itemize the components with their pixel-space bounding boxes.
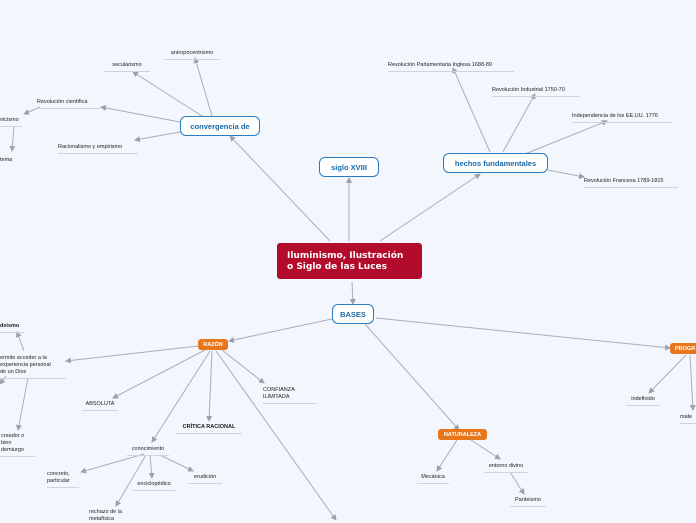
edge-conoc-enciclopedico (148, 454, 155, 479)
leaf-creador-line1: creador o (1, 433, 25, 439)
edge-entorno-panteismo (509, 471, 525, 495)
topic-convergencia[interactable]: convergencia de (180, 116, 260, 136)
leaf-creador-line3: demiurgo (1, 447, 24, 453)
leaf-nicismo-partial[interactable]: nicismo (0, 117, 22, 127)
edge-razon-confianza (221, 349, 265, 384)
leaf-permite-line1: ermite acceder a la (0, 355, 47, 361)
edge-conv-racionalismo (134, 131, 181, 143)
leaf-revolucion-cientifica[interactable]: Revolución científica (37, 99, 101, 109)
leaf-panteismo[interactable]: Panteismo (510, 497, 546, 507)
leaf-permite-line3: de un Dios (0, 369, 27, 375)
central-title-line2: o Siglo de las Luces (287, 262, 387, 272)
edge-permite-creador (15, 377, 29, 431)
leaf-confianza-line2: ILIMITADA (263, 394, 290, 400)
leaf-entorno-divino[interactable]: entorno divino (484, 463, 528, 473)
edge-permite-left (0, 375, 7, 385)
leaf-indefinido[interactable]: indefinido (626, 396, 660, 406)
leaf-concreto-particular[interactable]: concreto, particular (47, 471, 79, 488)
edge-hechos-francesa (547, 169, 585, 179)
leaf-mate-partial[interactable]: mate (680, 414, 696, 424)
edge-conoc-erudicion (159, 454, 194, 472)
edge-prog-mate (689, 354, 696, 411)
leaf-conocimiento[interactable]: conocimiento (127, 446, 169, 456)
leaf-permite-acceder[interactable]: ermite acceder a la experiencia personal… (0, 355, 66, 379)
edge-prog-indefinido (648, 354, 687, 394)
topic-siglo-xviii[interactable]: siglo XVIII (319, 157, 379, 177)
leaf-creador-line2: bien (1, 440, 12, 446)
edge-permite-deismo (15, 331, 25, 352)
topic-hechos-fundamentales[interactable]: hechos fundamentales (443, 153, 548, 173)
leaf-secularismo[interactable]: secularismo (104, 62, 150, 72)
edge-conoc-rechazo (115, 454, 147, 507)
edge-nat-entorno (470, 439, 501, 460)
topic-naturaleza[interactable]: NATURALEZA (438, 429, 487, 440)
edge-hechos-industrial (502, 93, 536, 153)
edge-conv-revolucion (100, 104, 181, 123)
edge-conv-secularismo (132, 71, 203, 117)
edge-central-bases (349, 281, 356, 305)
edge-hechos-independencia (524, 120, 608, 155)
leaf-revolucion-francesa[interactable]: Revolución Francesa 1789-1815 (584, 178, 678, 188)
edge-bases-naturaleza (364, 323, 460, 431)
edge-hechos-inglesa (452, 67, 491, 153)
edge-bases-progreso (375, 317, 671, 351)
edge-bases-razon (228, 318, 333, 343)
leaf-rechazo-line2: metafísica (89, 516, 115, 522)
edge-razon-absoluta (112, 349, 206, 399)
leaf-permite-line2: experiencia personal (0, 362, 51, 368)
edge-central-convergencia (229, 135, 331, 242)
topic-progreso[interactable]: PROGR (670, 343, 696, 354)
leaf-revolucion-industrial[interactable]: Revolución Industrial 1750-70 (492, 87, 580, 97)
edge-nat-mecanica (436, 439, 458, 472)
leaf-confianza-ilimitada[interactable]: CONFIANZA ILIMITADA (263, 387, 317, 404)
leaf-rechazo-metafisica[interactable]: rechazo de la metafísica (89, 509, 122, 523)
leaf-deismo[interactable]: deismo (0, 323, 24, 333)
leaf-tema-partial[interactable]: tema (0, 157, 13, 163)
leaf-concreto-line1: concreto, (47, 471, 70, 477)
edge-razon-permite (65, 345, 199, 364)
edge-razon-conocimiento (151, 350, 211, 443)
leaf-antropocentrismo[interactable]: antropocentrismo (164, 50, 220, 60)
leaf-independencia-eeuu[interactable]: Independencia de los EE.UU. 1776 (572, 113, 672, 123)
edge-central-hechos (379, 173, 481, 242)
leaf-confianza-line1: CONFIANZA (263, 387, 295, 393)
leaf-racionalismo-empirismo[interactable]: Racionalismo y empirismo (58, 144, 138, 154)
edge-conv-antropocentrismo (193, 57, 213, 117)
leaf-revolucion-inglesa[interactable]: Revolución Parlamentaria Inglesa 1688-89 (388, 62, 514, 72)
central-title-line1: Iluminismo, Ilustración (287, 251, 404, 261)
topic-bases[interactable]: BASES (332, 304, 374, 324)
central-topic[interactable]: Iluminismo, Ilustración o Siglo de las L… (277, 243, 422, 279)
edge-razon-critica (206, 350, 213, 422)
leaf-absoluta[interactable]: ABSOLUTA (82, 401, 118, 411)
leaf-erudicion[interactable]: erudición (188, 474, 222, 484)
leaf-rechazo-line1: rechazo de la (89, 509, 123, 515)
leaf-concreto-line2: particular (47, 478, 70, 484)
leaf-critica-racional[interactable]: CRÍTICA RACIONAL (176, 424, 242, 434)
edge-conoc-concreto (80, 453, 145, 474)
edge-nicismo-tema (9, 125, 16, 152)
topic-razon[interactable]: RAZÓN (198, 339, 228, 350)
leaf-mecanica[interactable]: Mecánica (417, 474, 449, 484)
leaf-creador-demiurgo[interactable]: creador o bien demiurgo (0, 433, 35, 457)
edge-razon-down (215, 350, 337, 520)
leaf-enciclopedico[interactable]: enciclopédico (133, 481, 175, 491)
